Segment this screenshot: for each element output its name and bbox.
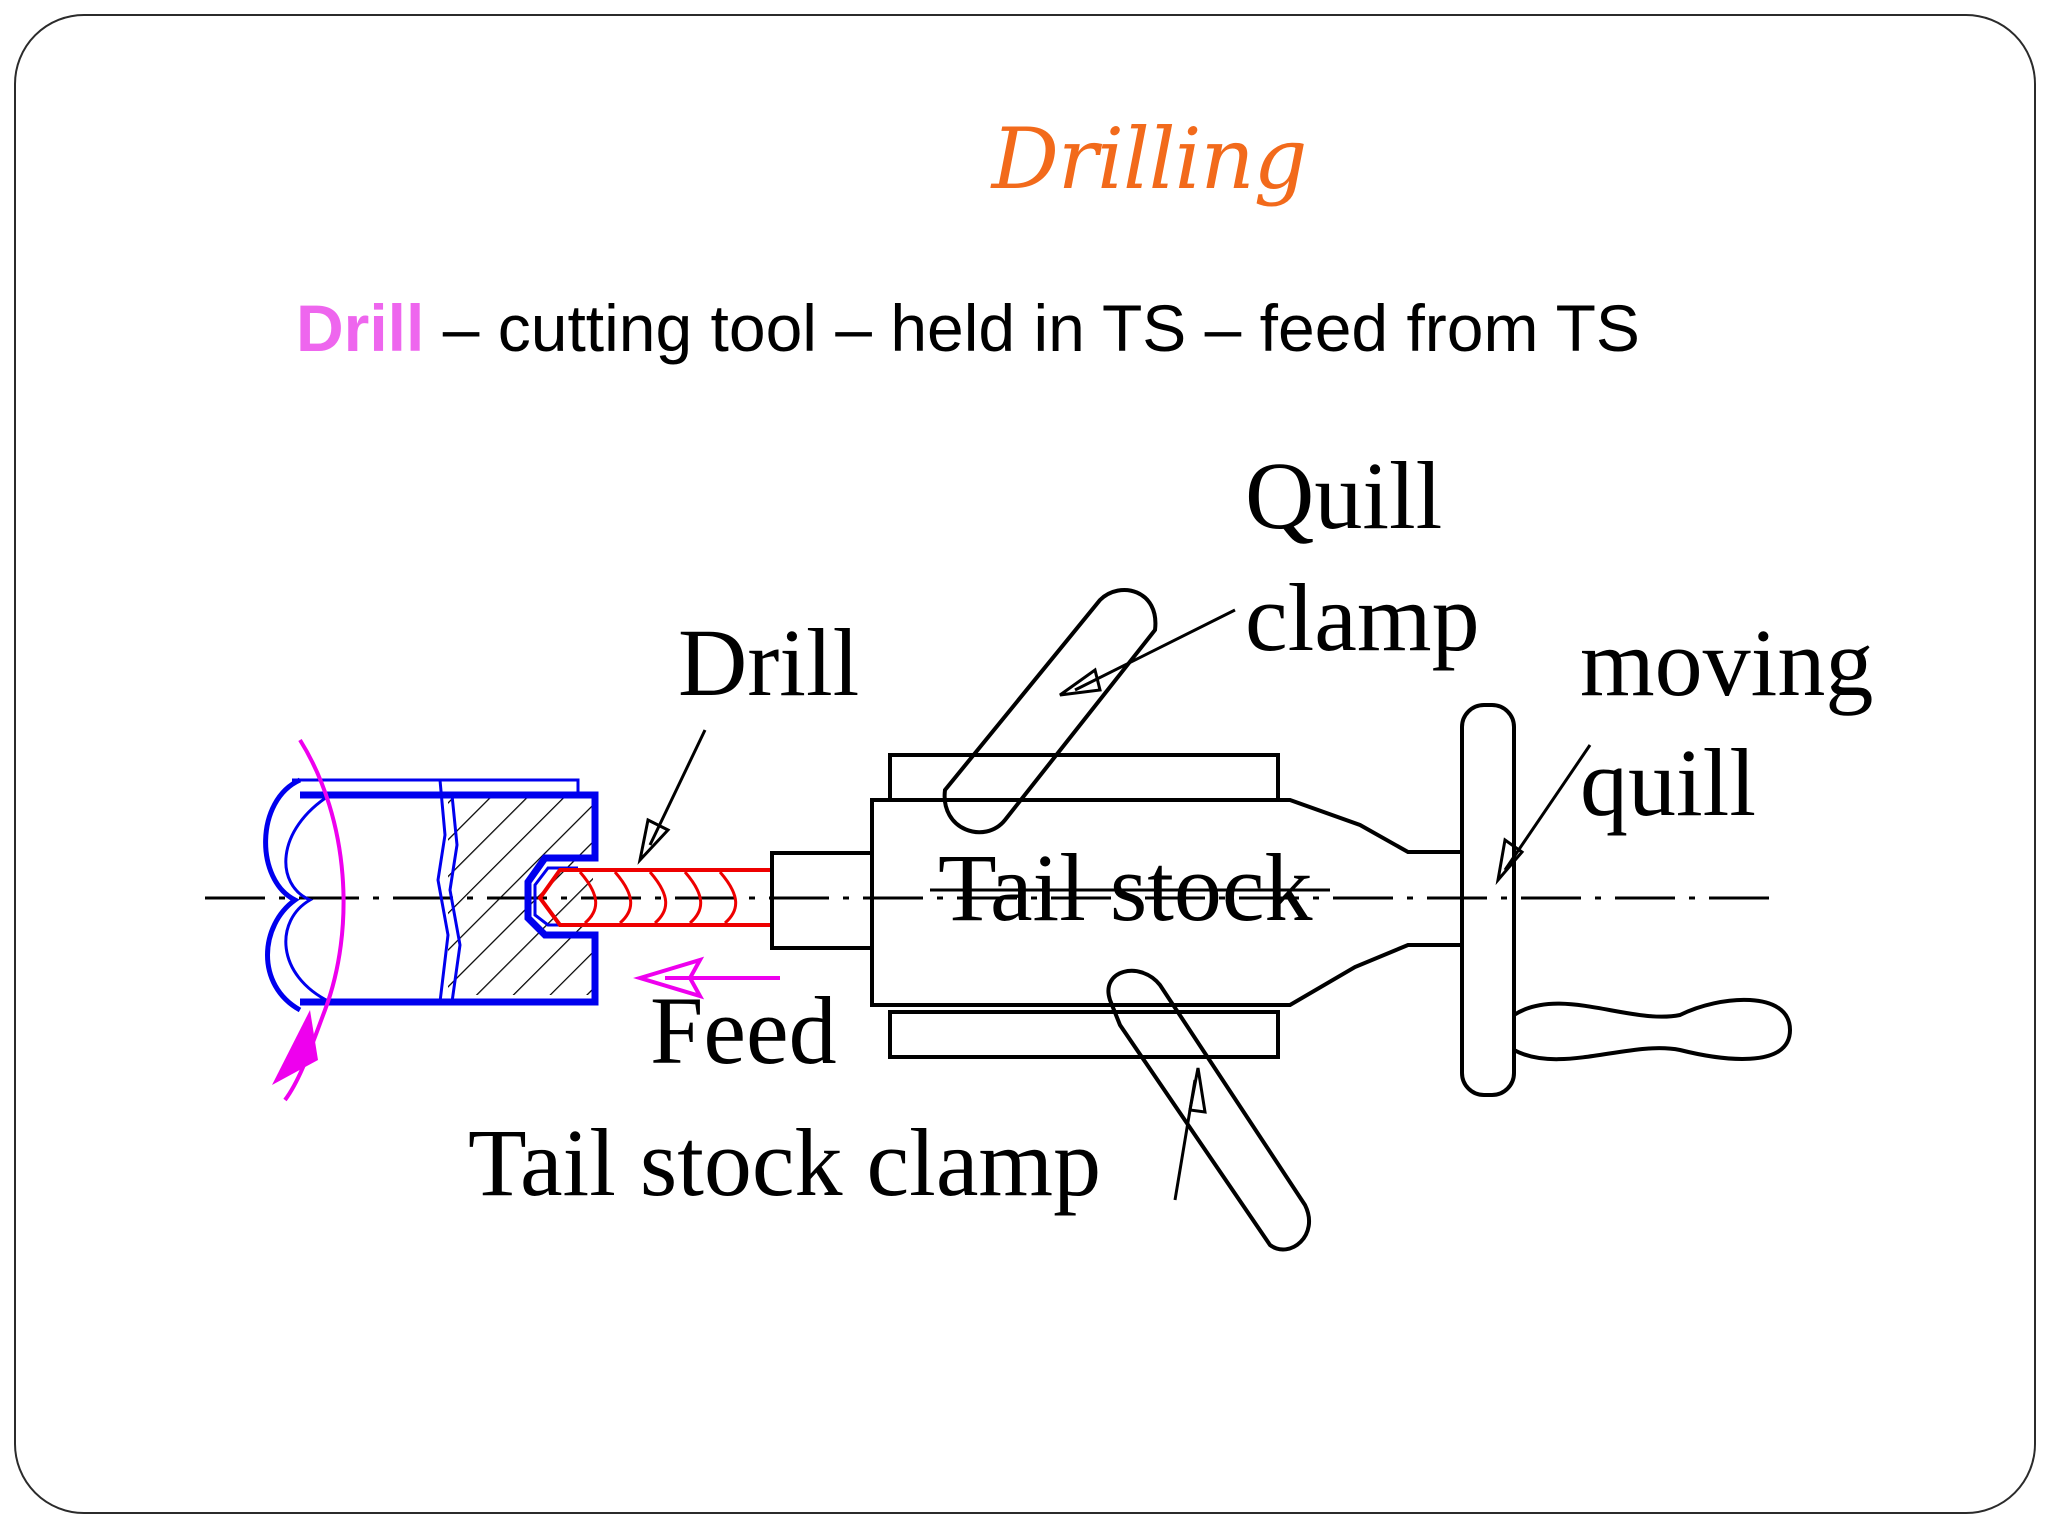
- subtitle-text: – cutting tool – held in TS – feed from …: [424, 291, 1640, 365]
- workpiece-outer-outline: [292, 778, 580, 795]
- drill-bit-outline: [537, 868, 772, 927]
- slide-title: Drilling: [991, 110, 1308, 208]
- tail-stock-clamp-lever: [1106, 968, 1312, 1252]
- workpiece-break-line-2: [448, 794, 462, 1003]
- handwheel-handle: [1512, 997, 1793, 1062]
- label-tail-stock: Tail stock: [938, 834, 1313, 941]
- workpiece-hole-outline: [533, 866, 578, 927]
- label-quill-2: quill: [1580, 729, 1756, 836]
- quill-clamp-lever: [942, 588, 1158, 835]
- subtitle-highlight: Drill: [296, 291, 425, 365]
- drill-leader: [648, 729, 707, 846]
- drill-leader-head: [637, 817, 671, 865]
- tail-stock-lower-base: [888, 1010, 1280, 1059]
- tail-stock-clamp-leader-head: [1188, 1067, 1207, 1114]
- leader-lines: [637, 608, 1592, 1201]
- quill-clamp-leader-head: [1059, 667, 1102, 697]
- drill-flutes: [578, 871, 738, 925]
- quill: [770, 851, 874, 950]
- workpiece-break-line: [436, 779, 450, 1003]
- label-clamp: clamp: [1245, 564, 1480, 671]
- slide-subtitle: Drill – cutting tool – held in TS – feed…: [296, 290, 1640, 366]
- label-quill: Quill: [1245, 442, 1442, 549]
- label-drill: Drill: [678, 609, 859, 716]
- rotation-arrowhead: [272, 1010, 318, 1085]
- moving-quill-leader: [1503, 744, 1592, 871]
- slide-frame: [14, 14, 2036, 1514]
- workpiece-hatched-section: [448, 795, 593, 995]
- quill-clamp-leader: [1074, 608, 1236, 692]
- workpiece-body: [300, 791, 599, 1006]
- workpiece: [263, 777, 599, 1013]
- tail-stock-upper-base: [888, 753, 1280, 802]
- label-feed: Feed: [650, 977, 837, 1084]
- handwheel: [1460, 703, 1516, 1097]
- workpiece-inner-curve: [284, 793, 331, 1004]
- workpiece-rounded-end: [263, 777, 302, 1013]
- label-tail-stock-clamp: Tail stock clamp: [468, 1109, 1101, 1216]
- moving-quill-leader-head: [1495, 837, 1525, 886]
- drill-bit: [537, 868, 772, 927]
- tail-stock: [770, 588, 1793, 1252]
- label-moving: moving: [1580, 609, 1873, 716]
- feed-arrow: [633, 956, 780, 1000]
